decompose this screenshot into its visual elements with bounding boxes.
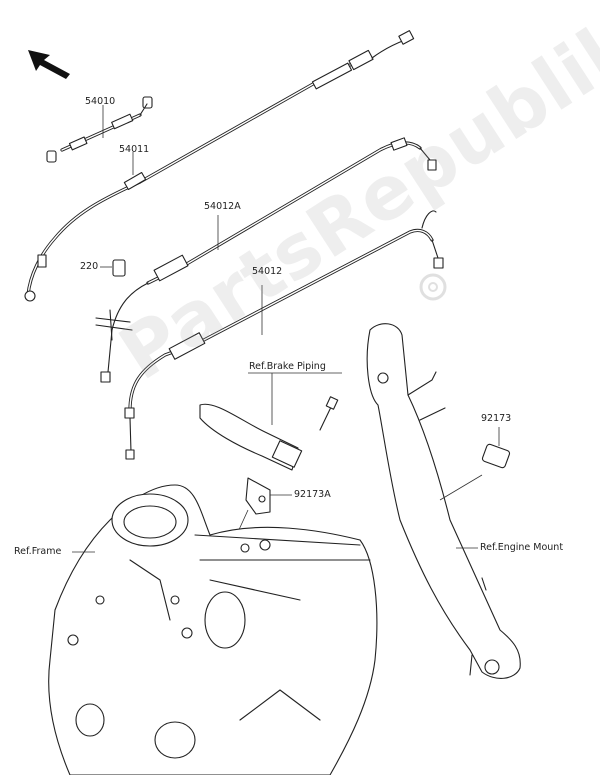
label-54010: 54010 — [85, 96, 116, 107]
label-54012: 54012 — [252, 266, 283, 277]
engine-mount — [366, 323, 521, 679]
label-220: 220 — [80, 261, 99, 272]
part-220 — [95, 259, 133, 341]
bracket-92173A — [245, 477, 271, 515]
label-ref-frame: Ref.Frame — [14, 546, 62, 557]
arrow-up-left-icon — [28, 50, 70, 79]
label-54012A: 54012A — [204, 201, 241, 212]
gear-icon — [419, 273, 447, 301]
brake-piping-hose — [199, 396, 339, 471]
cable-54010 — [46, 96, 153, 163]
label-ref-engine-mount: Ref.Engine Mount — [480, 542, 564, 553]
frame — [48, 484, 378, 776]
label-92173: 92173 — [481, 413, 512, 424]
cable-54012A — [100, 137, 437, 383]
label-92173A: 92173A — [294, 489, 331, 500]
cable-54012 — [124, 210, 444, 460]
cable-54011 — [24, 30, 415, 302]
label-ref-brake-piping: Ref.Brake Piping — [249, 361, 326, 372]
rubber-92173 — [481, 443, 511, 469]
label-54011: 54011 — [119, 144, 150, 155]
